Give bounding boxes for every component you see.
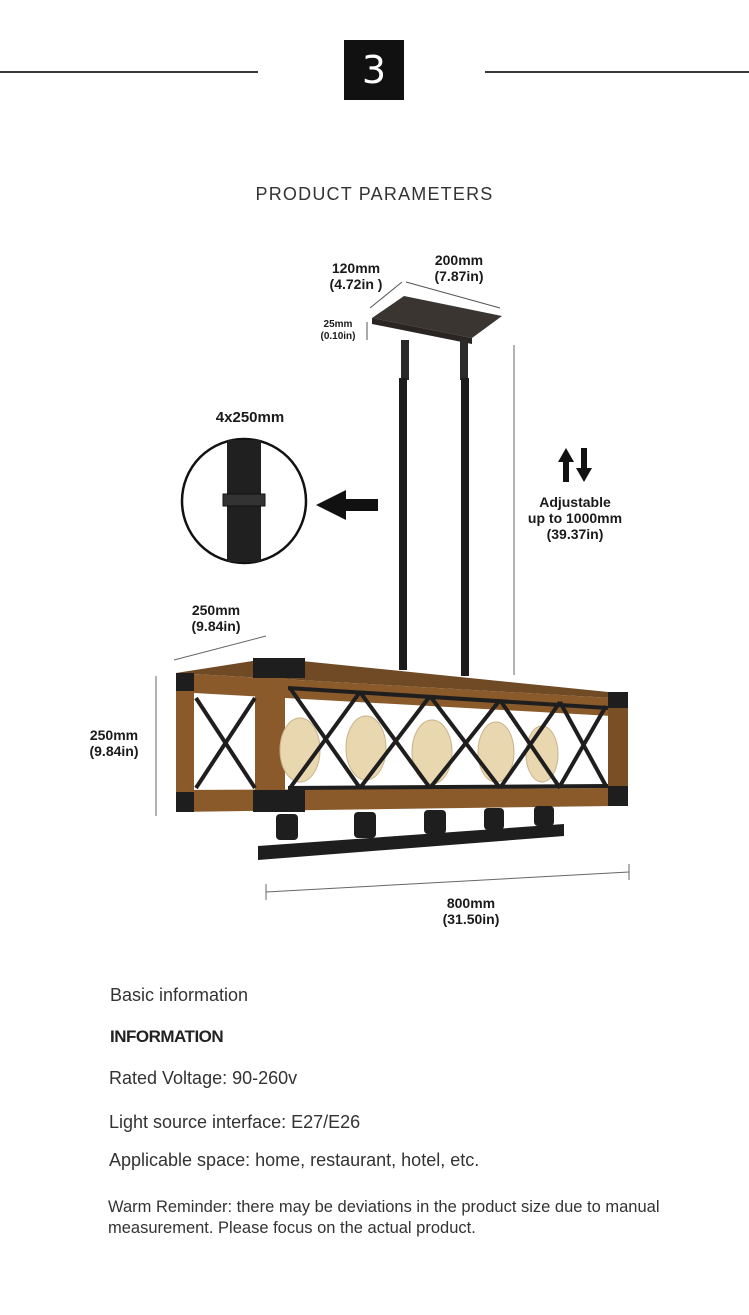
bracket bbox=[176, 792, 194, 812]
socket bbox=[534, 806, 554, 826]
rod-right bbox=[461, 378, 469, 676]
socket bbox=[354, 812, 376, 838]
bracket bbox=[253, 658, 305, 678]
chain-left bbox=[401, 340, 409, 380]
product-diagram: 120mm (4.72in ) 200mm (7.87in) 25mm (0.1… bbox=[0, 240, 749, 940]
info-heading: INFORMATION bbox=[110, 1027, 224, 1046]
info-row-voltage: Rated Voltage: 90-260v bbox=[109, 1068, 298, 1088]
body-length-line bbox=[265, 871, 630, 893]
info-row-space: Applicable space: home, restaurant, hote… bbox=[109, 1150, 480, 1170]
bracket bbox=[176, 673, 194, 691]
rod-joint bbox=[222, 493, 266, 507]
adjustable-label: Adjustable up to 1000mm (39.37in) bbox=[527, 494, 623, 543]
body-depth-line bbox=[173, 635, 267, 661]
bulb bbox=[345, 715, 387, 781]
body-length-label: 800mm (31.50in) bbox=[442, 895, 500, 928]
canopy-width-line bbox=[405, 281, 501, 309]
divider-left bbox=[0, 71, 258, 73]
section-title: PRODUCT PARAMETERS bbox=[255, 184, 494, 204]
socket bbox=[424, 810, 446, 834]
chain-right bbox=[460, 340, 468, 380]
body-depth-label: 250mm (9.84in) bbox=[191, 602, 241, 635]
canopy-side bbox=[372, 318, 472, 344]
canopy-depth-line bbox=[369, 281, 403, 309]
bracket bbox=[608, 786, 628, 806]
canopy-height-label: 25mm (0.10in) bbox=[320, 319, 356, 342]
bulb bbox=[525, 725, 559, 783]
step-number-badge: 3 bbox=[344, 40, 404, 100]
arrow-up-icon bbox=[558, 448, 574, 482]
info-row-interface: Light source interface: E27/E26 bbox=[109, 1112, 361, 1132]
lattice bbox=[194, 686, 609, 790]
canopy-width-label: 200mm (7.87in) bbox=[434, 252, 484, 285]
bracket bbox=[608, 692, 628, 708]
bracket bbox=[253, 790, 305, 812]
warm-reminder: Warm Reminder: there may be deviations i… bbox=[108, 1198, 660, 1237]
post-right bbox=[608, 694, 628, 806]
rod-label: 4x250mm bbox=[215, 409, 285, 426]
canopy-depth-label: 120mm (4.72in ) bbox=[329, 260, 383, 293]
post-left bbox=[176, 673, 194, 812]
divider-right bbox=[485, 71, 749, 73]
rod-left bbox=[399, 378, 407, 670]
arrow-down-icon bbox=[576, 448, 592, 482]
arrow-left-icon bbox=[316, 490, 378, 520]
base-bar bbox=[258, 824, 564, 860]
canopy-top bbox=[372, 296, 502, 338]
socket bbox=[484, 808, 504, 830]
socket bbox=[276, 814, 298, 840]
chandelier-illustration bbox=[155, 281, 630, 900]
body-height-label: 250mm (9.84in) bbox=[89, 727, 139, 760]
basic-info-label: Basic information bbox=[110, 985, 249, 1005]
